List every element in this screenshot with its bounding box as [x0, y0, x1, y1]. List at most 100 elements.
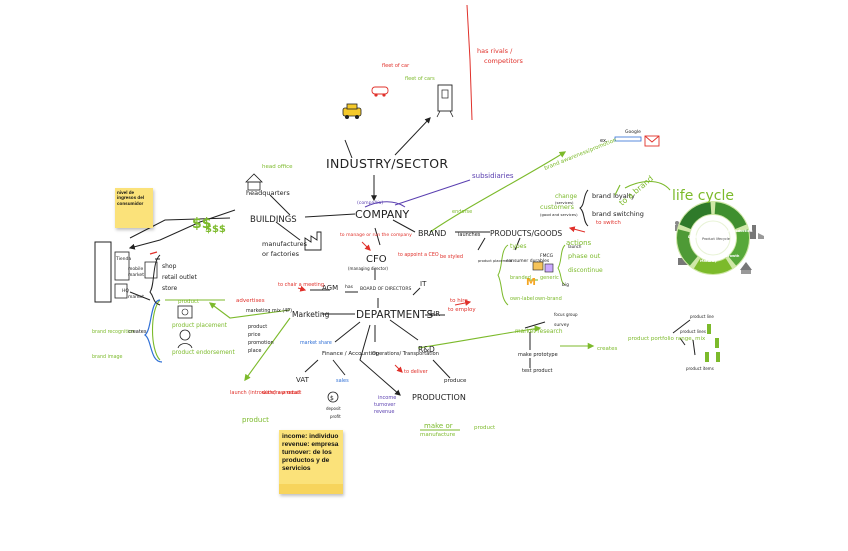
marketing-mix-label: marketing mix (4P) [246, 308, 292, 314]
email-icon [645, 136, 659, 146]
black-brace-retail [150, 255, 160, 305]
sales-label: sales [336, 378, 349, 384]
mk-product-placement-label: product placement [172, 323, 228, 329]
mix-promotion: promotion [248, 340, 274, 346]
survey-label: survey [554, 322, 569, 328]
lifecycle-stage-develop: Develop [707, 216, 724, 220]
mk-product-endorsement-label: product endorsement [172, 350, 235, 356]
rd-creates-label: creates [597, 346, 617, 352]
to-switch-label: to switch [596, 220, 621, 226]
sticky-note-income-definitions[interactable]: income: individuo revenue: empresa turno… [279, 430, 343, 494]
mix-product: product [248, 324, 267, 330]
bottle-icons [705, 324, 720, 362]
headquarters-icon [246, 174, 262, 190]
manufactures-label: manufactures [262, 240, 308, 248]
price-tag-icon [178, 306, 192, 318]
branded-label: branded [510, 275, 531, 281]
deposit-label: deposit [326, 406, 341, 411]
launch-label: launch [568, 244, 582, 249]
industry-sector-label: INDUSTRY/SECTOR [326, 156, 448, 171]
revenue-label: revenue [374, 409, 394, 415]
income-label: income [378, 395, 396, 401]
own-brand-label: own-brand [535, 296, 562, 302]
mk-product-label: product [178, 299, 200, 305]
door-icon [437, 85, 453, 117]
to-deliver-label: to deliver [404, 369, 429, 375]
it-label: IT [420, 280, 427, 288]
retail-market2: market [128, 294, 144, 300]
focus-group-label: focus group [554, 312, 578, 317]
brand-image-label: brand image [92, 354, 123, 360]
rivals-label: has rivals / [477, 47, 513, 55]
sticky-note-consumer-income[interactable]: nivel de ingresos del consumidor [115, 188, 153, 228]
change-label: change [555, 193, 577, 200]
red-car-icon [372, 87, 388, 97]
factory-icon [305, 232, 321, 250]
market-share-label: market share [300, 340, 332, 346]
fin-product-label: product [242, 416, 269, 424]
board-label: BOARD OF DIRECTORS [360, 286, 411, 292]
retail-hq: HQ [122, 288, 129, 294]
head-office-label: head office [262, 164, 293, 170]
retail-outlet: retail outlet [162, 274, 197, 281]
red-connectors [298, 5, 585, 372]
coin-icon: $ [328, 392, 338, 402]
produce-label: produce [444, 378, 467, 384]
warehouse-icon [740, 262, 752, 274]
manufacture-label: manufacture [420, 432, 456, 438]
company-note: (compañía) [357, 199, 383, 206]
search-bar-icon [615, 137, 641, 141]
turnover-label: turnover [374, 402, 396, 408]
headquarters-label: headquarters [246, 189, 290, 197]
endorse-label: endorse [452, 209, 472, 215]
finance-label: Finance / Accounting [322, 351, 379, 357]
rd-label: R&D [418, 345, 435, 354]
marketing-label: Marketing [292, 310, 330, 319]
agm-label: AGM [322, 284, 338, 292]
ex-label: ex. [600, 138, 608, 144]
retail-store: store [162, 285, 177, 292]
fleet-cars-label: fleet of cars [405, 76, 435, 82]
competitors-label: competitors [484, 57, 524, 65]
company-label: COMPANY [355, 208, 410, 221]
loyalty-brace [580, 190, 588, 226]
launches-label: launches [458, 232, 481, 238]
test-product-label: test product [522, 368, 552, 374]
own-label-label: own-label [510, 296, 534, 302]
market-research-label: market research [515, 329, 563, 335]
retail-shop: shop [162, 263, 177, 270]
lifecycle-stage-growth: Growth [725, 254, 740, 258]
fmcg-label: FMCG [540, 253, 554, 259]
subsidiaries-label: subsidiaries [472, 172, 514, 180]
to-appoint-label: to appoint a CEO [398, 252, 439, 258]
taxi-icon [343, 104, 361, 119]
ops-product-label: product [474, 425, 496, 431]
make-prototype-label: make prototype [518, 352, 558, 358]
product-portfolio-label: product portfolio range, mix [628, 336, 706, 342]
good-services-label: (good and services) [540, 212, 578, 217]
purple-connector [395, 180, 470, 205]
lifecycle-segment [697, 263, 729, 268]
lifecycle-center: Product lifecycle [702, 237, 730, 241]
cfo-label: CFO [366, 254, 387, 265]
mix-place: place [248, 348, 261, 354]
lifecycle-stage-decline: Decline [688, 235, 703, 239]
retail-mobile: mobile [128, 266, 143, 272]
fleet-car-label: fleet of car [382, 63, 410, 69]
factories-label: or factories [262, 250, 300, 258]
types-label: types [510, 243, 527, 250]
sticky-note-small-text: nivel de ingresos del consumidor [117, 190, 144, 206]
to-manage-label: to manage or run the company [340, 232, 412, 238]
advertises-label: advertises [236, 298, 265, 304]
production-label: PRODUCTION [412, 393, 466, 402]
profit-label: profit [330, 414, 341, 419]
brand-label: BRAND [418, 229, 446, 238]
to-chair-label: to chair a meeting [278, 282, 324, 288]
to-hire-label: to hire [450, 298, 468, 304]
product-line-label: product line [690, 314, 714, 319]
lifecycle-stage-maturity: Maturity [700, 259, 718, 263]
make-or-label: make or [424, 422, 453, 430]
life-cycle-title: life cycle [672, 188, 734, 204]
vat-label: VAT [296, 376, 310, 384]
